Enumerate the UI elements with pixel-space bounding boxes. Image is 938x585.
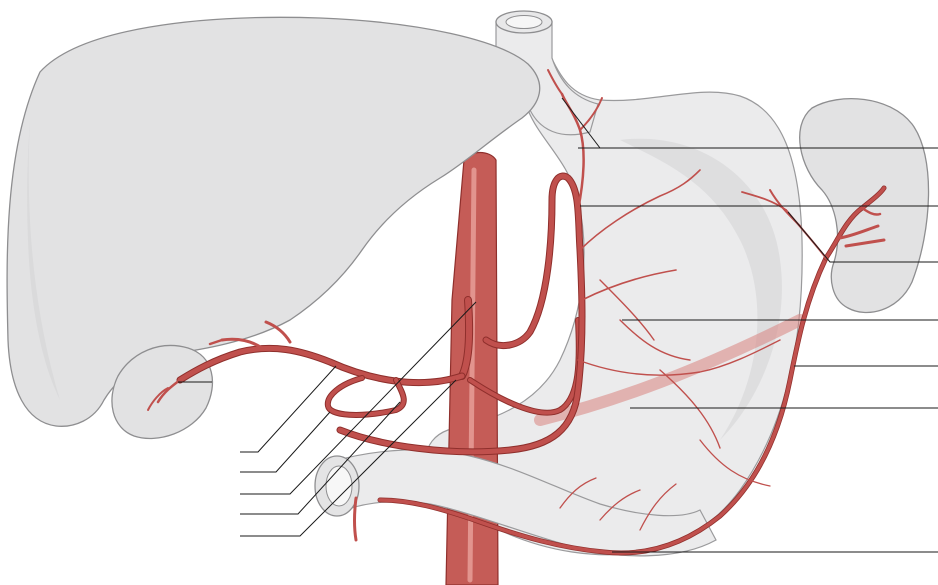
leader-line-l2 (240, 412, 330, 472)
pancreaticoduodenal-artery (355, 498, 357, 540)
common-hepatic-artery (180, 348, 462, 382)
leader-line-l1 (240, 366, 336, 452)
